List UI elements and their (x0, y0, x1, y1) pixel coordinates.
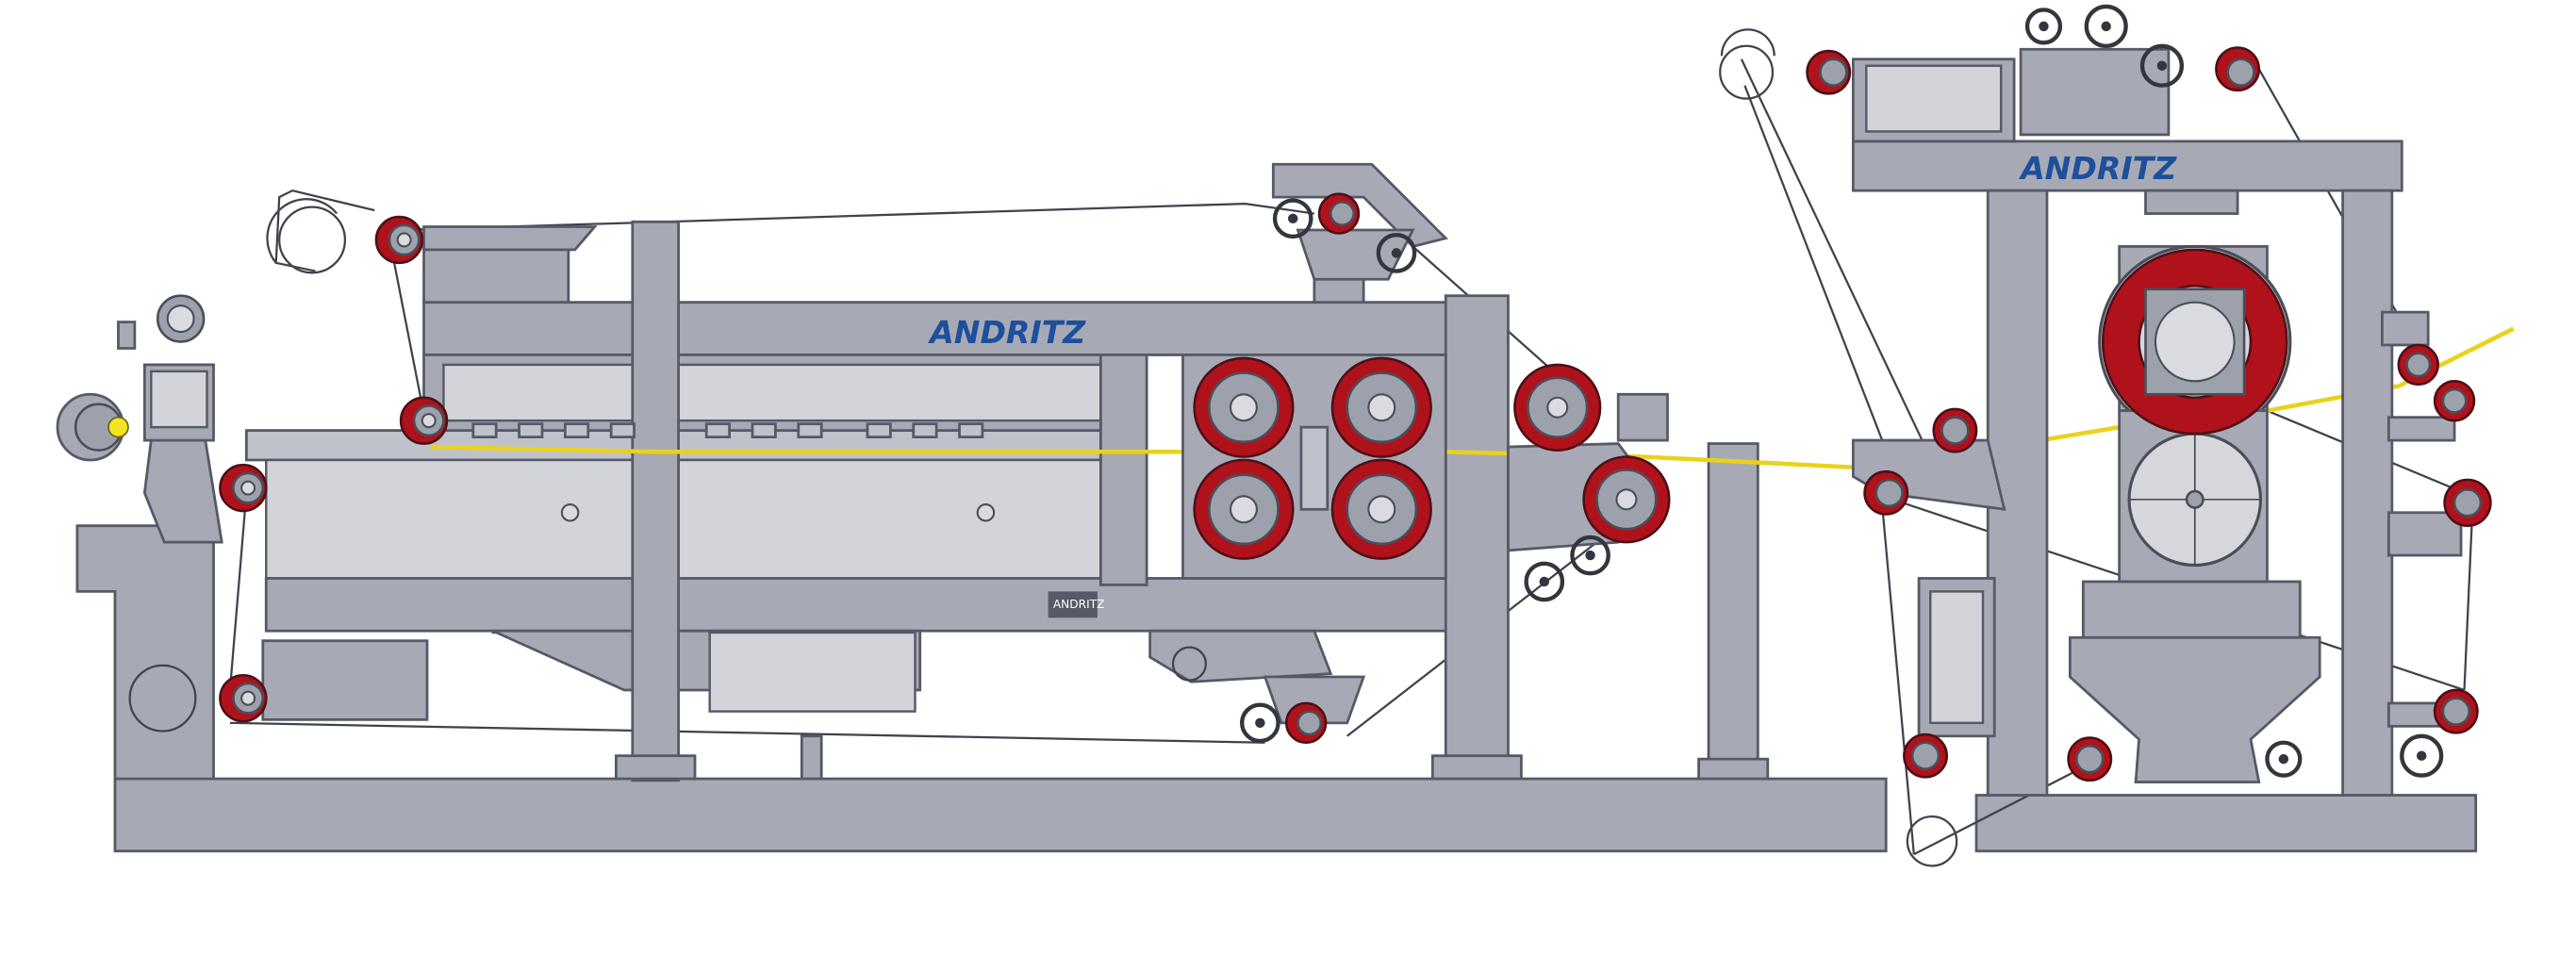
scraper-blades (471, 422, 984, 438)
brand-label-calender: ANDRITZ (2018, 150, 2177, 187)
handwheel-icon (1524, 561, 1565, 602)
guide-rolls (219, 46, 2492, 782)
guide-roll (219, 463, 268, 513)
nameplate-text: ANDRITZ (1053, 598, 1105, 611)
guide-roll (219, 673, 268, 723)
base-frame (75, 524, 2478, 853)
handwheel-icon (2139, 43, 2185, 88)
handwheel-icon (1272, 198, 1313, 239)
hand-wheels (1240, 4, 2444, 778)
handwheel-icon (2084, 4, 2128, 48)
guide-roll (2397, 343, 2439, 387)
handwheel-icon (1240, 702, 1280, 744)
guide-roll (2067, 736, 2113, 782)
belt-press-section: ANDRITZ (244, 220, 1770, 782)
guide-roll (1317, 192, 1361, 235)
guide-roll (1513, 363, 1602, 452)
handwheel-icon (2024, 8, 2063, 45)
dewatering-roll (1330, 458, 1432, 560)
guide-roll (2433, 380, 2476, 422)
guide-roll (2443, 478, 2492, 528)
brand-label-belt-press: ANDRITZ (927, 314, 1086, 351)
guide-roll (1284, 701, 1328, 745)
calender-stand (1851, 47, 2463, 797)
guide-roll (1932, 407, 1978, 453)
handwheel-icon (2265, 740, 2303, 778)
guide-roll (2433, 688, 2479, 734)
web-path (430, 326, 2515, 470)
guide-roll (2215, 46, 2261, 92)
guide-roll (1903, 732, 1948, 779)
handwheel-icon (1570, 535, 1610, 576)
nameplate (1048, 591, 1098, 618)
dewatering-roll (1193, 356, 1295, 458)
handwheel-icon (1376, 233, 1417, 273)
guide-roll (374, 215, 424, 265)
guide-roll (1806, 49, 1852, 95)
guide-roll (1582, 455, 1671, 544)
guide-roll (1863, 469, 1909, 516)
lower-tensioner (1148, 629, 1366, 725)
guide-roll (399, 396, 449, 445)
dewatering-roll (1193, 458, 1295, 560)
unwind-stand (56, 294, 223, 732)
dewatering-roll (1330, 356, 1432, 458)
handwheel-icon (2400, 733, 2444, 778)
calender-roll-shell (2101, 248, 2288, 436)
